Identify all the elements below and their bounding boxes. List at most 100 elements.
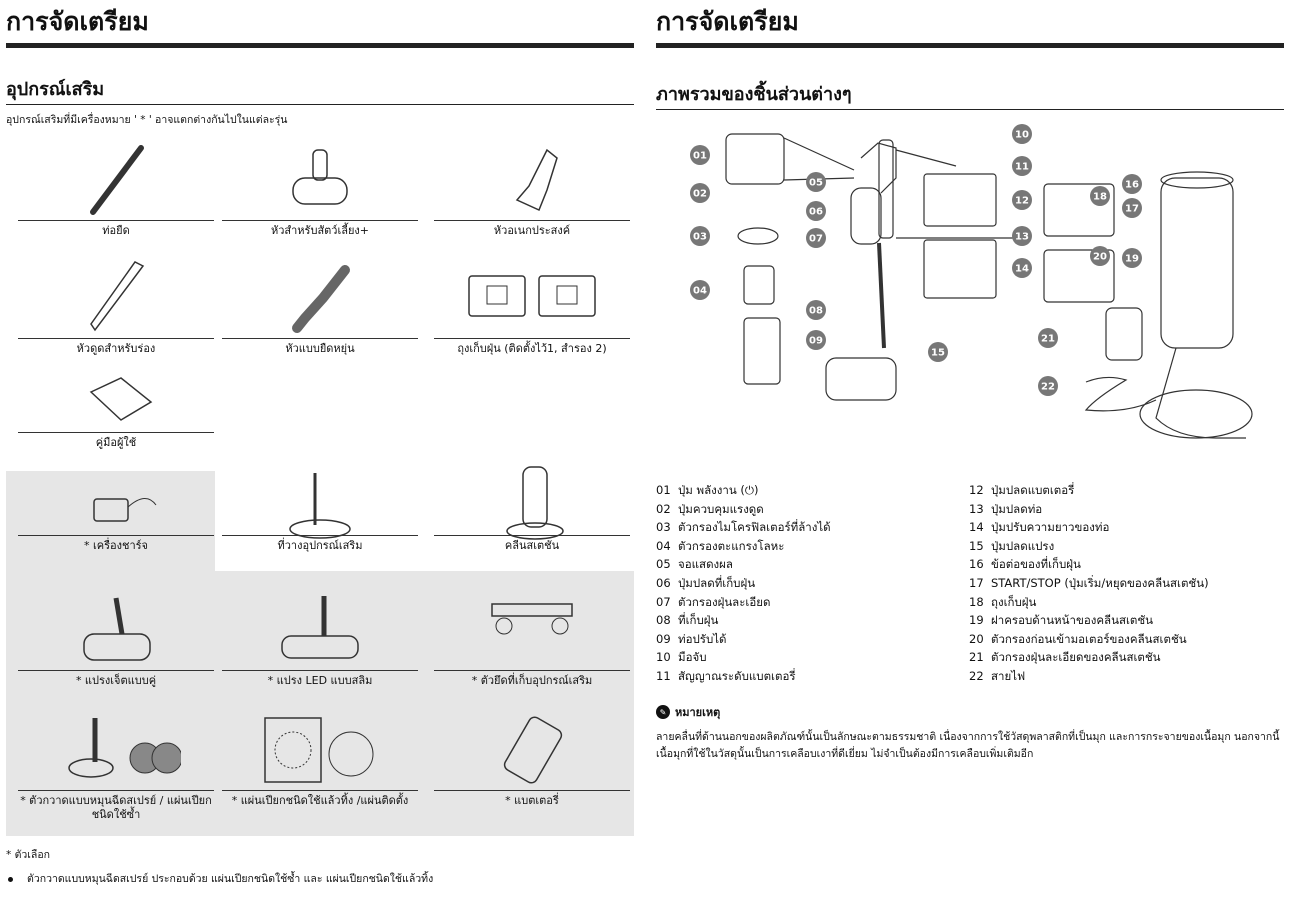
accessory-divider xyxy=(434,790,630,791)
svg-text:11: 11 xyxy=(1015,162,1029,173)
svg-text:21: 21 xyxy=(1041,334,1055,345)
callout-18: 18 xyxy=(1090,186,1110,206)
legend-label: จอแสดงผล xyxy=(678,557,733,572)
accessory-item: คลีนสเตชัน xyxy=(434,466,630,553)
accessory-label: * เครื่องชาร์จ xyxy=(84,539,148,552)
legend-number: 12 xyxy=(969,483,984,497)
accessory-label: หัวแบบยืดหยุ่น xyxy=(285,342,355,355)
accessory-divider xyxy=(434,535,630,536)
svg-text:02: 02 xyxy=(693,189,707,200)
legend-item: 12 ปุ่มปลดแบตเตอรี่ xyxy=(969,481,1289,500)
legend-label: ตัวกรองฝุ่นละเอียด xyxy=(678,594,771,609)
spinning-sweeper-icon xyxy=(18,710,214,790)
disposable-pad-icon xyxy=(222,710,418,790)
legend-number: 09 xyxy=(656,631,671,646)
svg-text:13: 13 xyxy=(1015,232,1029,243)
crevice-tool-icon xyxy=(18,258,214,338)
page-title-right: การจัดเตรียม xyxy=(656,7,799,36)
accessory-item: คู่มือผู้ใช้ xyxy=(18,372,214,450)
callout-layer: 0102030405060708091011121314151617181920… xyxy=(690,124,1142,396)
svg-text:22: 22 xyxy=(1041,382,1055,393)
charger-icon xyxy=(18,471,214,535)
callout-04: 04 xyxy=(690,280,710,300)
accessory-item: ถุงเก็บฝุ่น (ติดตั้งไว้1, สำรอง 2) xyxy=(434,258,630,356)
legend-number: 13 xyxy=(969,501,984,516)
note-icon: ✎ xyxy=(656,705,670,719)
legend-number: 16 xyxy=(969,557,984,572)
closeup-leader xyxy=(783,137,855,171)
legend-label: ตัวกรองตะแกรงโลหะ xyxy=(678,538,785,553)
callout-22: 22 xyxy=(1038,376,1058,396)
bullet-text: ตัวกวาดแบบหมุนฉีดสเปรย์ ประกอบด้วย แผ่นเ… xyxy=(27,873,434,885)
optional-shade-bottom xyxy=(6,571,634,836)
svg-text:19: 19 xyxy=(1125,254,1139,265)
dual-jet-brush-icon xyxy=(18,590,214,670)
svg-text:14: 14 xyxy=(1015,264,1029,275)
combination-tool-icon xyxy=(434,140,630,220)
accessory-item: * แปรง LED แบบสลิม xyxy=(222,590,418,688)
dust-bag-closeup xyxy=(1043,183,1115,237)
callout-13: 13 xyxy=(1012,226,1032,246)
accessory-divider xyxy=(222,535,418,536)
legend-label: สัญญาณระดับแบตเตอรี่ xyxy=(678,668,796,683)
accessory-item: * เครื่องชาร์จ xyxy=(18,471,214,553)
legend-label: START/STOP (ปุ่มเริ่ม/หยุดของคลีนสเตชัน) xyxy=(991,575,1209,590)
leader-line xyxy=(895,149,957,167)
legend-label: สายไฟ xyxy=(991,668,1026,683)
accessory-label: * ตัวยึดที่เก็บอุปกรณ์เสริม xyxy=(471,674,593,687)
accessory-item: หัวแบบยืดหยุ่น xyxy=(222,258,418,356)
accessory-item: * ตัวกวาดแบบหมุนฉีดสเปรย์ / แผ่นเปียกชนิ… xyxy=(18,710,214,822)
accessory-label: ที่วางอุปกรณ์เสริม xyxy=(277,539,363,552)
legend-number: 14 xyxy=(969,520,984,535)
callout-20: 20 xyxy=(1090,246,1110,266)
accessory-item: หัวดูดสำหรับร่อง xyxy=(18,258,214,356)
page-title: การจัดเตรียม xyxy=(6,7,149,36)
svg-text:04: 04 xyxy=(693,286,707,297)
section-divider xyxy=(6,104,634,105)
legend-label: ปุ่มปลดแบตเตอรี่ xyxy=(991,483,1075,497)
svg-text:18: 18 xyxy=(1093,192,1107,203)
svg-text:20: 20 xyxy=(1093,252,1107,263)
legend-number: 11 xyxy=(656,668,671,683)
callout-21: 21 xyxy=(1038,328,1058,348)
svg-text:06: 06 xyxy=(809,207,823,218)
svg-text:15: 15 xyxy=(931,348,945,359)
accessory-item: * แผ่นเปียกชนิดใช้แล้วทิ้ง /แผ่นติดตั้ง xyxy=(222,710,418,808)
section-divider-right xyxy=(656,109,1284,110)
accessory-label: * แผ่นเปียกชนิดใช้แล้วทิ้ง /แผ่นติดตั้ง xyxy=(231,794,409,807)
accessory-item: ที่วางอุปกรณ์เสริม xyxy=(222,471,418,553)
section-title-accessories: อุปกรณ์เสริม xyxy=(6,79,105,100)
accessory-item: หัวสำหรับสัตว์เลี้ยง+ xyxy=(222,140,418,238)
accessory-item: * ตัวยึดที่เก็บอุปกรณ์เสริม xyxy=(434,590,630,688)
legend-number: 01 xyxy=(656,483,671,497)
legend-label: ปุ่มควบคุมแรงดูด xyxy=(678,501,764,516)
left-page: การจัดเตรียม อุปกรณ์เสริม อุปกรณ์เสริมที… xyxy=(6,0,634,127)
accessories-intro: อุปกรณ์เสริมที่มีเครื่องหมาย ' * ' อาจแต… xyxy=(6,114,288,126)
handle-shape xyxy=(860,142,897,194)
legend-label: ฝาครอบด้านหน้าของคลีนสเตชัน xyxy=(991,613,1154,628)
callout-09: 09 xyxy=(806,330,826,350)
legend-label: มือจับ xyxy=(678,650,707,665)
accessory-label: หัวอเนกประสงค์ xyxy=(493,224,571,237)
svg-text:08: 08 xyxy=(809,306,823,317)
legend-number: 22 xyxy=(969,668,984,683)
tube-shape xyxy=(877,242,886,349)
accessory-label: หัวดูดสำหรับร่อง xyxy=(76,342,156,355)
accessory-label: คลีนสเตชัน xyxy=(504,539,560,552)
right-page: การจัดเตรียม ภาพรวมของชิ้นส่วนต่างๆ xyxy=(656,0,1284,110)
tube-adjust-closeup xyxy=(923,239,997,299)
svg-text:12: 12 xyxy=(1015,196,1029,207)
